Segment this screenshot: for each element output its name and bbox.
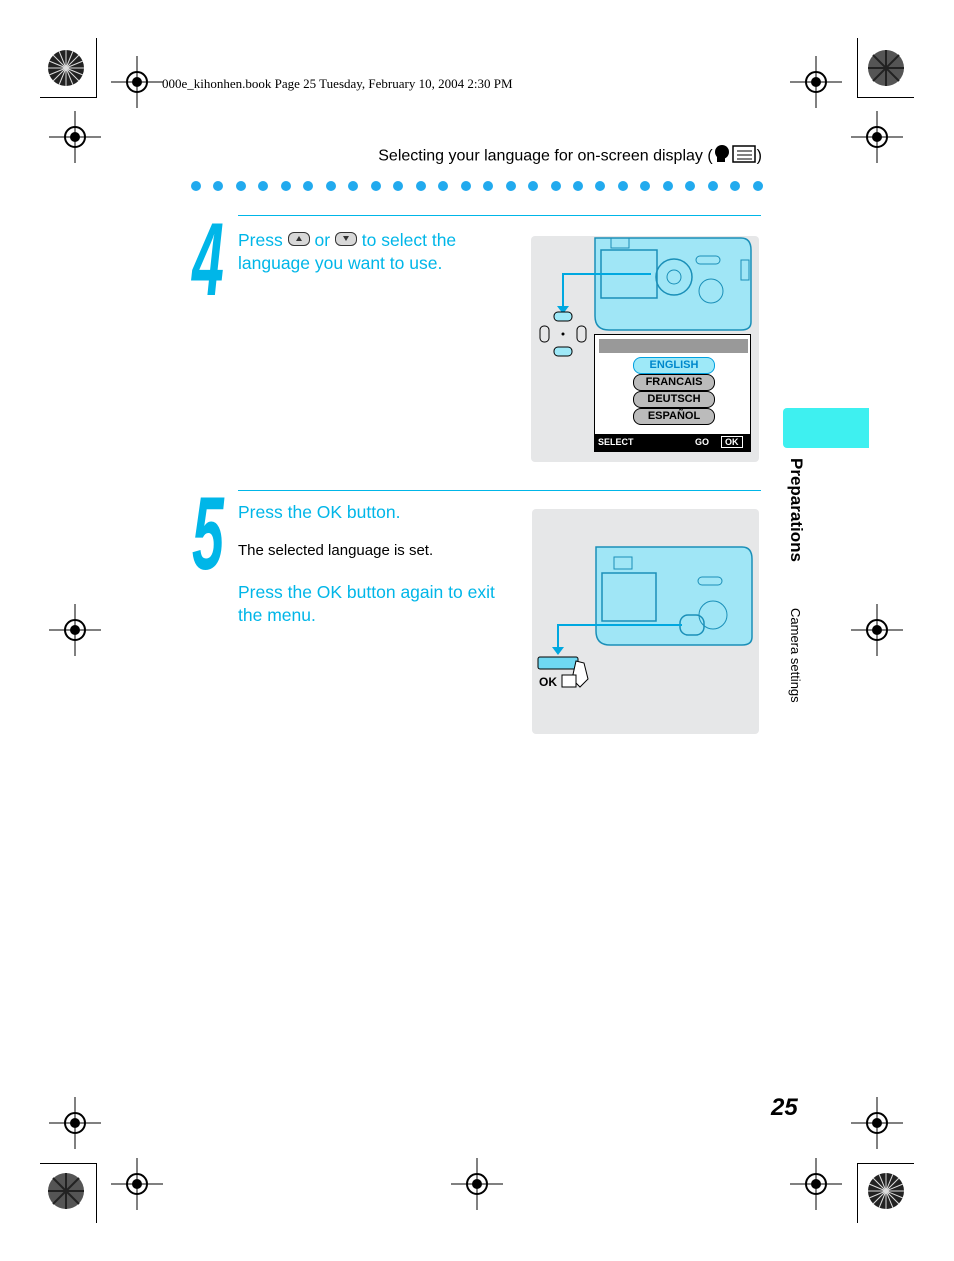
registration-mark-icon xyxy=(49,111,101,163)
arrow-up-button-icon xyxy=(287,232,310,247)
camera-back-icon xyxy=(537,546,753,688)
color-wheel-icon xyxy=(867,1172,905,1210)
step5-instruction2-line1: Press the OK button again to exit xyxy=(238,582,495,602)
section-title-text: Selecting your language for on-screen di… xyxy=(378,147,713,165)
go-label: GO xyxy=(695,437,710,447)
language-option[interactable]: FRANCAIS xyxy=(633,374,715,391)
chapter-tab[interactable] xyxy=(783,408,869,448)
registration-mark-icon xyxy=(451,1158,503,1210)
step4-text-line2: language you want to use. xyxy=(238,253,443,273)
page-number: 25 xyxy=(771,1094,798,1121)
registration-mark-icon xyxy=(790,1158,842,1210)
step4-text-or: or xyxy=(314,230,331,250)
step4-text-press: Press xyxy=(238,230,283,250)
step5-number: 5 xyxy=(192,476,224,592)
dotted-divider xyxy=(191,181,763,193)
registration-mark-icon xyxy=(111,56,163,108)
book-info: 000e_kihonhen.book Page 25 Tuesday, Febr… xyxy=(162,76,513,91)
language-option[interactable]: ESPAÑOL xyxy=(633,408,715,425)
ok-button-label: OK xyxy=(539,675,557,689)
registration-mark-icon xyxy=(790,56,842,108)
step5-instruction: Press the OK button. xyxy=(238,502,401,522)
step5-result: The selected language is set. xyxy=(238,542,434,559)
camera-back-icon xyxy=(557,237,752,331)
section-title-end: ) xyxy=(756,147,762,165)
section-title: Selecting your language for on-screen di… xyxy=(378,144,762,169)
step4-divider xyxy=(238,215,761,216)
language-menu-screen: ENGLISH FRANCAIS DEUTSCH ESPAÑOL SELECT … xyxy=(594,334,751,452)
language-option[interactable]: ENGLISH xyxy=(633,357,715,374)
language-option[interactable]: DEUTSCH xyxy=(633,391,715,408)
select-label: SELECT xyxy=(598,437,634,447)
color-wheel-icon xyxy=(47,49,85,87)
screen-footer: SELECT GO OK xyxy=(595,434,750,451)
registration-mark-icon xyxy=(49,604,101,656)
registration-mark-icon xyxy=(111,1158,163,1210)
registration-mark-icon xyxy=(851,111,903,163)
step4-text-select: to select the xyxy=(361,230,457,250)
color-wheel-icon xyxy=(867,49,905,87)
subsection-title: Camera settings xyxy=(788,608,803,703)
chapter-title: Preparations xyxy=(787,458,806,562)
registration-mark-icon xyxy=(851,604,903,656)
color-wheel-icon xyxy=(47,1172,85,1210)
arrow-down-button-icon xyxy=(334,232,357,247)
step4-instruction: Press or to select the language you want… xyxy=(238,229,456,275)
arrow-pad-icon xyxy=(539,311,587,357)
step5-divider xyxy=(238,490,761,491)
step5-instruction2: Press the OK button again to exit the me… xyxy=(238,581,495,627)
registration-mark-icon xyxy=(49,1097,101,1149)
language-menu-icon xyxy=(713,144,757,169)
step5-illustration: OK xyxy=(532,509,759,734)
registration-mark-icon xyxy=(851,1097,903,1149)
screen-title-bar xyxy=(599,339,748,353)
step5-instruction2-line2: the menu. xyxy=(238,605,316,625)
step4-number: 4 xyxy=(192,202,224,318)
ok-label: OK xyxy=(721,436,743,448)
